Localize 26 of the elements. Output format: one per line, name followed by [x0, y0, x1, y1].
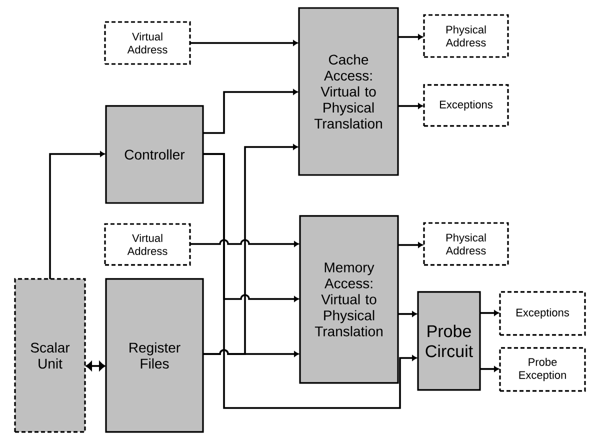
arrow — [398, 311, 417, 317]
arrow — [398, 103, 423, 109]
arrow — [203, 153, 417, 409]
signal-box: Physical Address — [423, 14, 509, 58]
arrow — [398, 242, 423, 248]
signal-box: Exceptions — [423, 84, 509, 127]
arrow — [480, 310, 499, 316]
process-box: Probe Circuit — [417, 291, 481, 391]
process-box: Cache Access: Virtual to Physical Translation — [298, 7, 399, 176]
arrow — [86, 361, 106, 371]
arrow — [49, 151, 105, 279]
signal-box: Probe Exception — [499, 347, 586, 392]
process-box: Register Files — [105, 278, 204, 433]
process-box: Controller — [105, 105, 204, 204]
arrow — [398, 34, 423, 40]
signal-box: Exceptions — [499, 291, 586, 336]
unit-box: Scalar Unit — [14, 278, 86, 433]
arrow — [480, 366, 499, 372]
process-box: Memory Access: Virtual to Physical Translation — [299, 215, 399, 384]
arrow — [190, 40, 298, 46]
signal-box: Virtual Address — [104, 223, 191, 266]
arrow — [203, 349, 299, 357]
arrow — [203, 89, 298, 134]
arrow — [190, 239, 299, 247]
signal-box: Virtual Address — [104, 21, 191, 65]
signal-box: Physical Address — [423, 222, 509, 266]
